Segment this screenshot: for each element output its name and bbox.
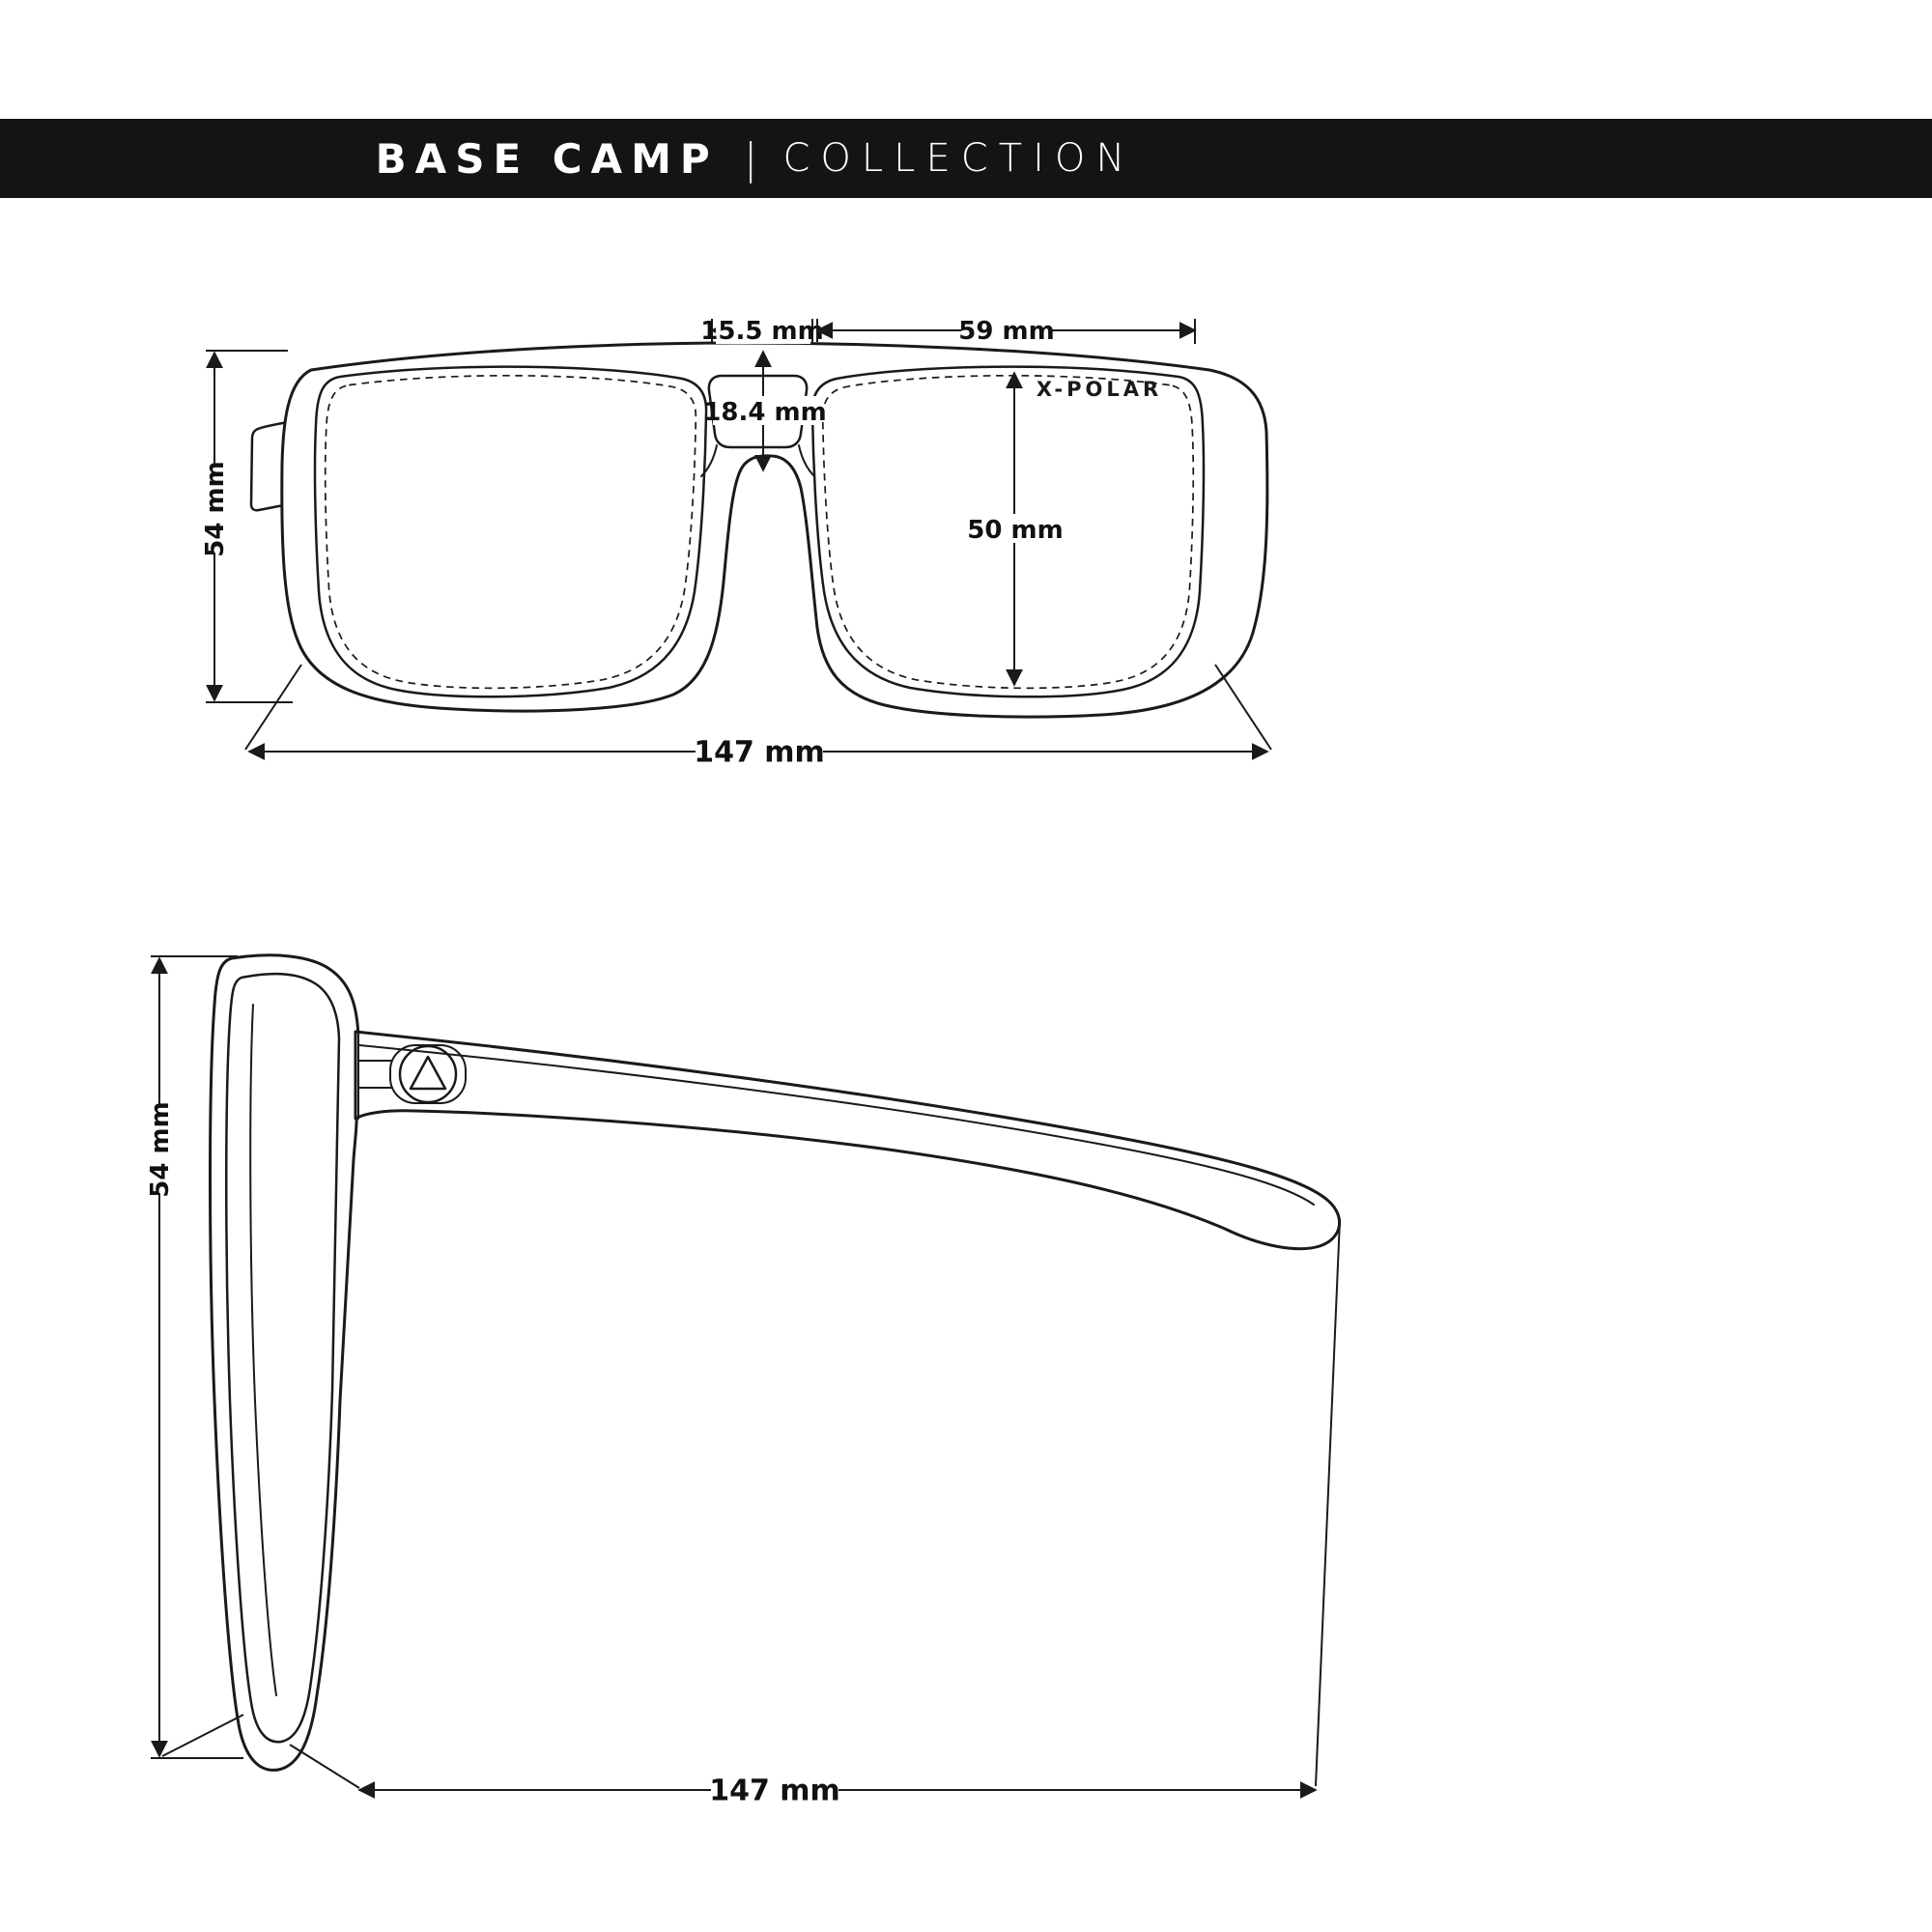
side-temple-inner-line bbox=[358, 1044, 1315, 1206]
header-separator: | bbox=[743, 133, 758, 184]
logo-triangle-icon bbox=[409, 1055, 447, 1091]
header-band: BASE CAMP | COLLECTION bbox=[0, 119, 1932, 198]
dim-frame-height-side: 54 mm bbox=[144, 955, 244, 1759]
dim-bridge-height-label: 18.4 mm bbox=[703, 398, 826, 427]
dim-lens-width-label: 59 mm bbox=[958, 317, 1054, 346]
dim-lens-width: 59 mm bbox=[815, 317, 1197, 346]
dim-bridge-width-label: 15.5 mm bbox=[700, 317, 823, 346]
dim-frame-height-front-label: 54 mm bbox=[201, 461, 230, 556]
dim-lens-height-label: 50 mm bbox=[967, 516, 1063, 545]
side-view-diagram: 54 mm 147 mm bbox=[144, 953, 1342, 1808]
dim-total-width: 147 mm bbox=[244, 664, 1272, 770]
dim-temple-length: 147 mm bbox=[289, 1218, 1341, 1808]
side-lens-outline bbox=[209, 953, 360, 1772]
collection-subtitle: COLLECTION bbox=[782, 136, 1136, 181]
nose-arch-left-line bbox=[700, 444, 718, 477]
bridge-cutout bbox=[707, 374, 809, 449]
dim-total-width-label: 147 mm bbox=[694, 736, 825, 770]
temple-logo bbox=[357, 1044, 467, 1104]
nose-arch-right-line bbox=[798, 444, 815, 477]
side-lens-rim-line bbox=[225, 972, 341, 1744]
brand-label: X-POLAR bbox=[1037, 378, 1162, 401]
front-view-diagram: X-POLAR 15.5 mm 59 mm 18.4 bbox=[199, 317, 1272, 770]
dim-bridge-width: 15.5 mm bbox=[700, 317, 824, 346]
header-text: BASE CAMP | COLLECTION bbox=[376, 134, 1136, 184]
side-temple-outline bbox=[354, 1030, 1342, 1251]
dim-lens-height: 50 mm bbox=[967, 371, 1064, 687]
dim-frame-height-side-label: 54 mm bbox=[146, 1101, 175, 1197]
dim-frame-height-front: 54 mm bbox=[199, 350, 293, 703]
side-lens-inner-line bbox=[249, 1004, 277, 1696]
logo-circle bbox=[398, 1044, 458, 1104]
dim-temple-length-label: 147 mm bbox=[709, 1775, 840, 1808]
collection-title: BASE CAMP bbox=[375, 134, 719, 183]
dim-bridge-height: 18.4 mm bbox=[703, 350, 827, 472]
